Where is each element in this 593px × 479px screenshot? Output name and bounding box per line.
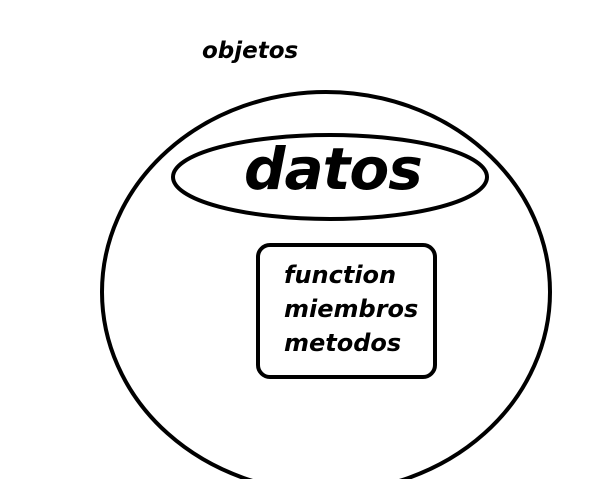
metodos-label: metodos [284,329,402,357]
function-label: function [284,261,397,289]
miembros-label: miembros [284,295,419,323]
objetos-label: objetos [202,38,299,64]
objetos-outer-circle [100,90,552,479]
members-list: function miembros metodos [284,258,418,360]
datos-label: datos [244,135,423,203]
datos-ellipse [171,133,489,221]
members-box [256,243,437,379]
